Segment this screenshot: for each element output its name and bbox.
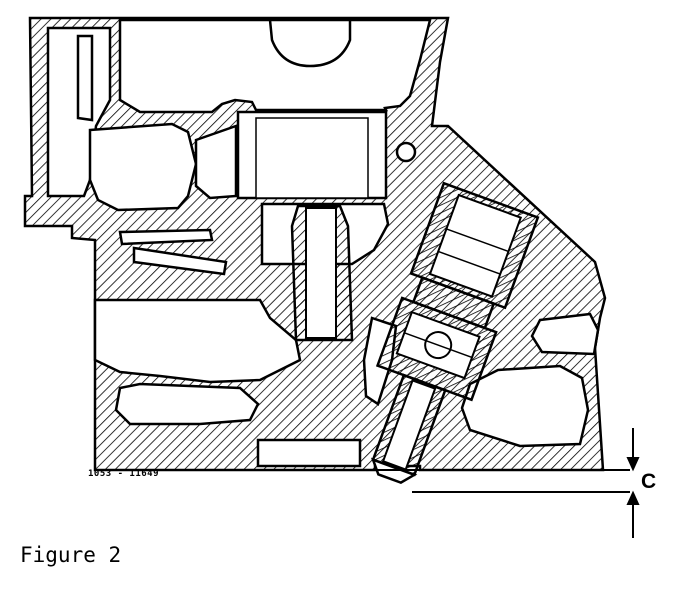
dimension-c-arrows [626, 428, 640, 538]
dimension-label-c: C [641, 470, 657, 493]
injector-assembly [370, 181, 540, 485]
coolant-cavities [46, 18, 600, 468]
figure-caption: Figure 2 [20, 543, 122, 567]
valve-guide [236, 110, 388, 342]
drawing-part-code: 1053 - 11649 [88, 469, 160, 479]
